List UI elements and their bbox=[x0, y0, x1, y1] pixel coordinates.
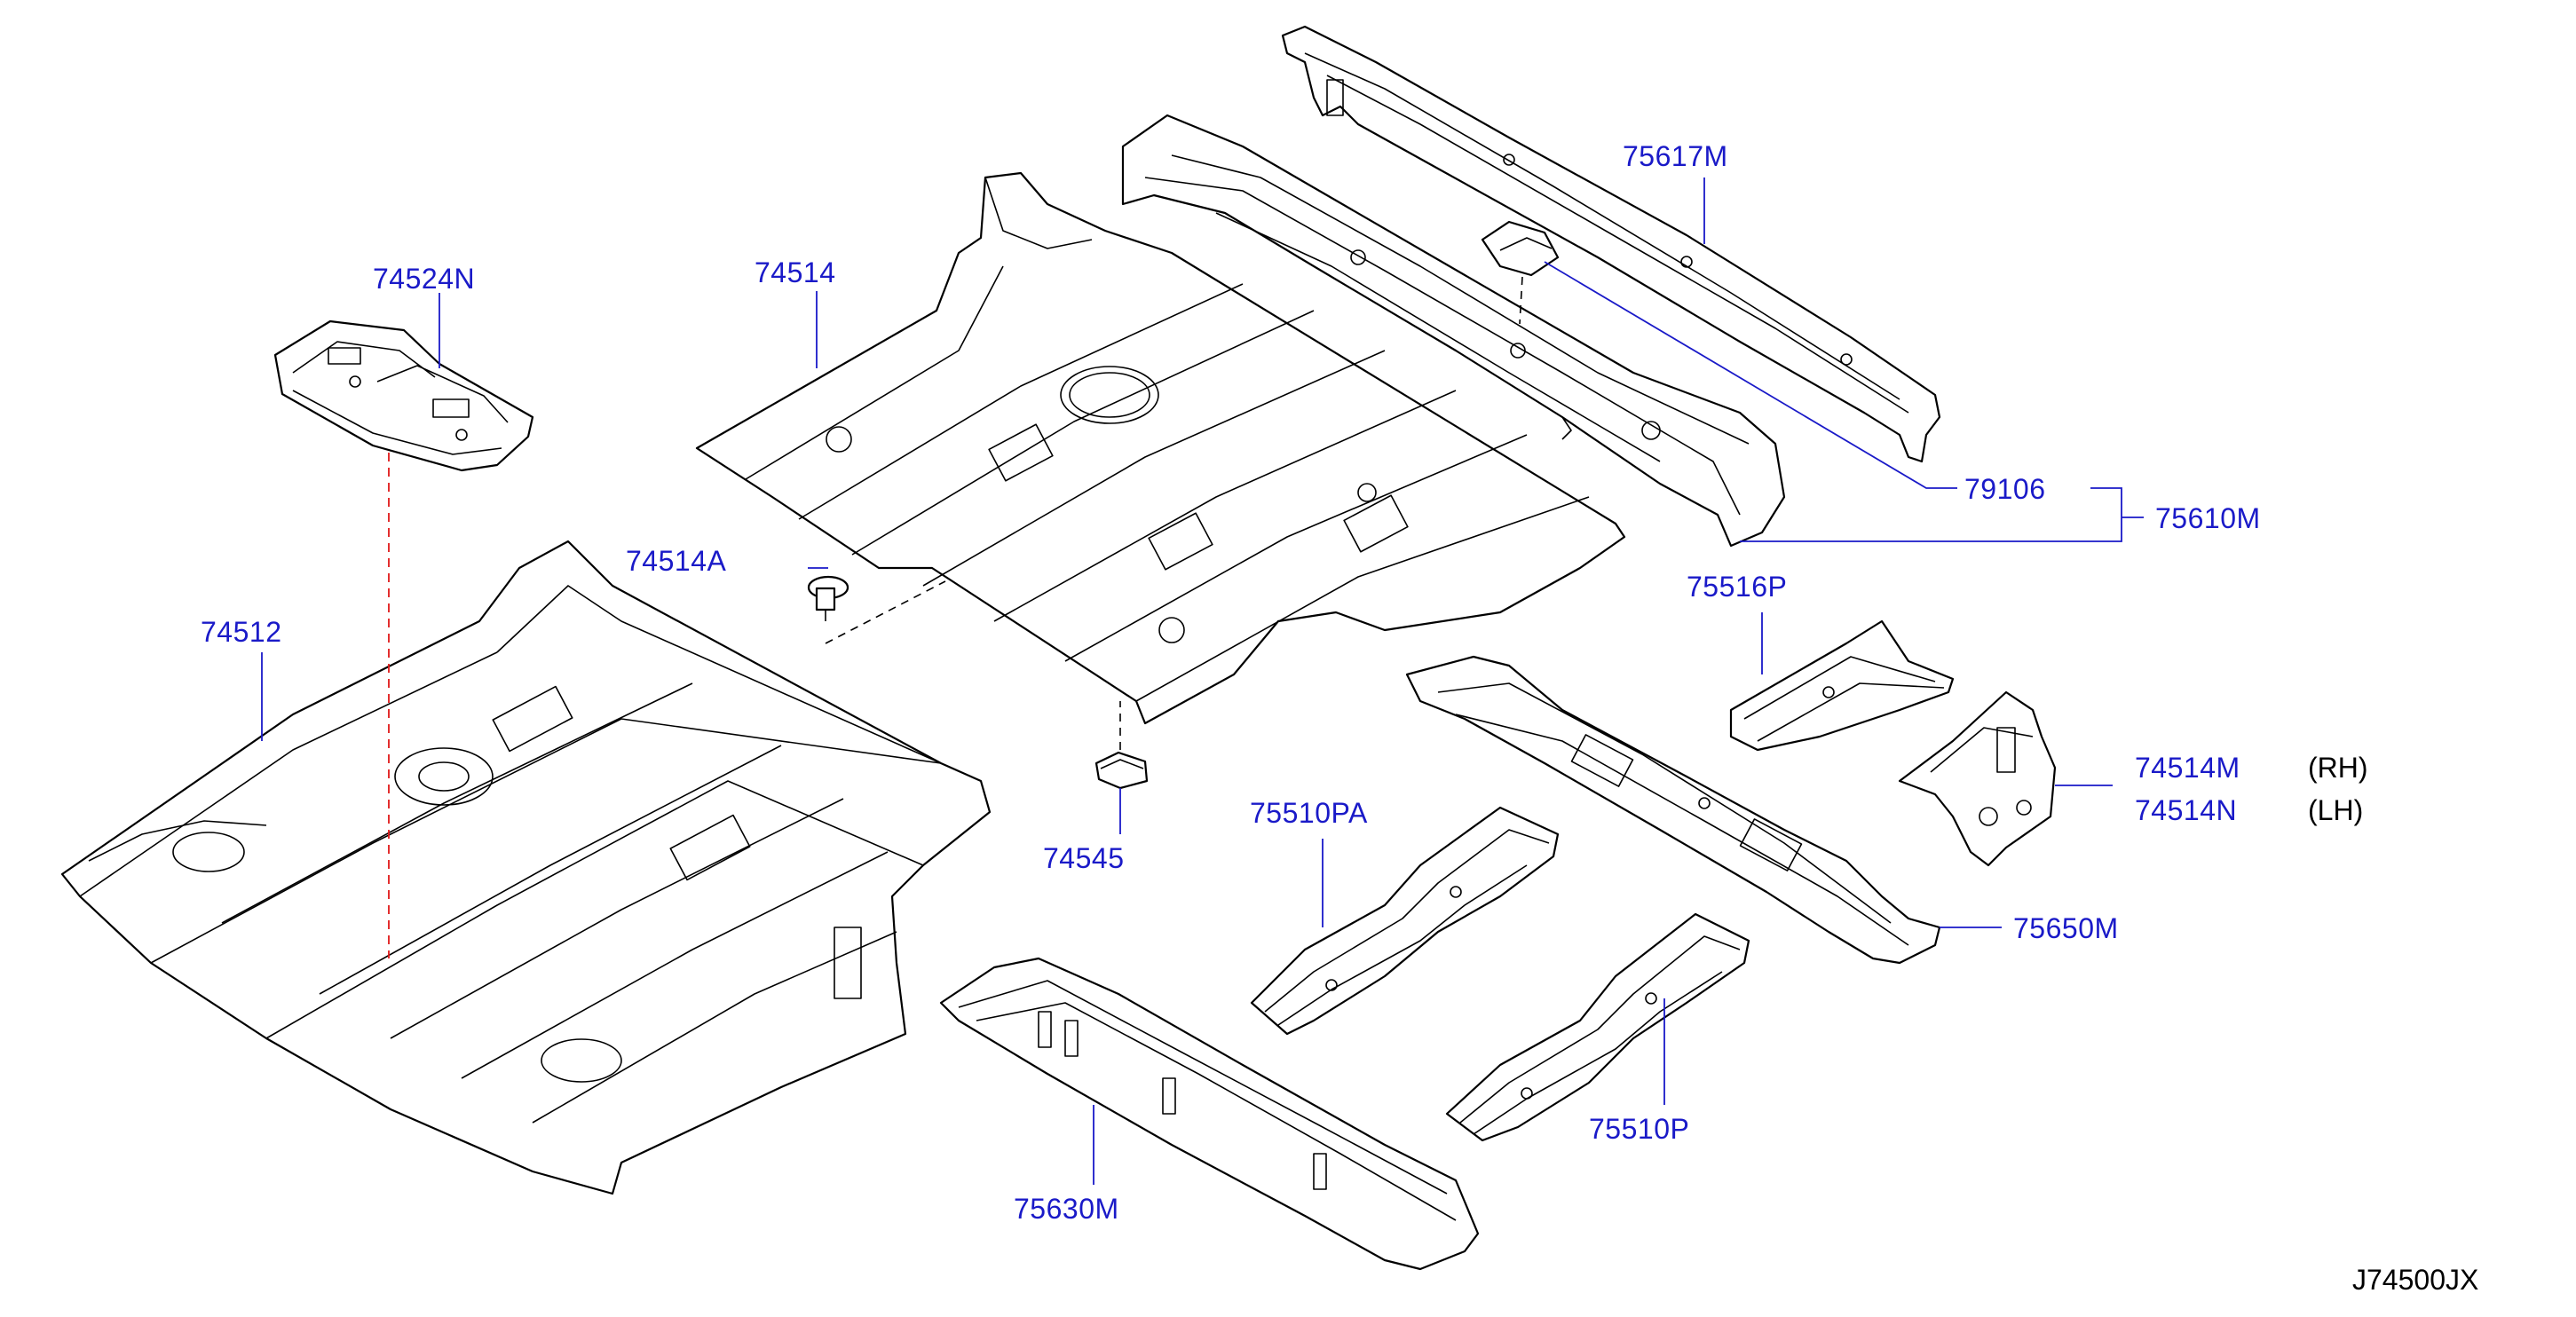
label-74524N[interactable]: 74524N bbox=[373, 263, 475, 295]
part-75510PA-drawing bbox=[1250, 806, 1560, 1036]
part-75516P-drawing bbox=[1729, 619, 1955, 752]
part-75510P-drawing bbox=[1445, 912, 1750, 1142]
label-74512[interactable]: 74512 bbox=[201, 616, 281, 648]
part-75610M-drawing bbox=[1121, 114, 1786, 548]
label-74514N[interactable]: 74514N bbox=[2135, 794, 2237, 826]
part-74545-drawing bbox=[1094, 701, 1149, 790]
part-74512-drawing bbox=[60, 540, 992, 1195]
label-74514A[interactable]: 74514A bbox=[626, 545, 726, 577]
part-79106-drawing bbox=[1481, 220, 1560, 325]
diagram-reference-code: J74500JX bbox=[2352, 1264, 2478, 1296]
label-75617M[interactable]: 75617M bbox=[1623, 140, 1728, 172]
part-74514M-drawing bbox=[1898, 690, 2057, 867]
label-79106[interactable]: 79106 bbox=[1964, 473, 2045, 505]
label-75630M[interactable]: 75630M bbox=[1014, 1193, 1119, 1225]
part-75630M-drawing bbox=[939, 957, 1480, 1271]
leader-lines bbox=[261, 177, 2144, 1185]
label-lh: (LH) bbox=[2308, 794, 2363, 826]
label-75610M[interactable]: 75610M bbox=[2155, 502, 2261, 534]
label-75650M[interactable]: 75650M bbox=[2013, 912, 2119, 944]
label-75510PA[interactable]: 75510PA bbox=[1250, 797, 1368, 829]
part-74514A-drawing bbox=[807, 575, 849, 621]
label-75516P[interactable]: 75516P bbox=[1687, 571, 1787, 603]
label-75510P[interactable]: 75510P bbox=[1589, 1113, 1689, 1145]
label-rh: (RH) bbox=[2308, 752, 2368, 784]
part-labels: 74524N 74514 75617M 79106 75610M 74514A … bbox=[201, 140, 2478, 1296]
leader-79106 bbox=[1544, 261, 1957, 489]
part-74524N-drawing bbox=[273, 319, 534, 472]
label-74514M[interactable]: 74514M bbox=[2135, 752, 2240, 784]
part-75617M-drawing bbox=[1281, 25, 1941, 463]
label-74514[interactable]: 74514 bbox=[755, 256, 835, 288]
leader-75610M-bracket bbox=[1740, 487, 2122, 542]
part-75650M-drawing bbox=[1405, 655, 1941, 965]
part-74514-drawing bbox=[695, 171, 1626, 725]
label-74545[interactable]: 74545 bbox=[1043, 842, 1124, 874]
